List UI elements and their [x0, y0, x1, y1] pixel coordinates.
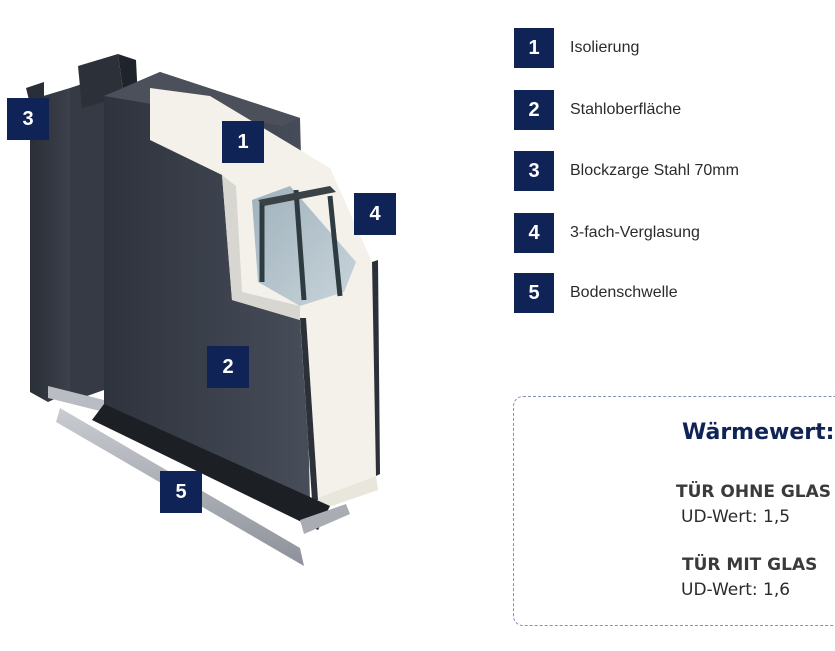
legend-badge: 3	[514, 151, 554, 191]
diagram-marker-2: 2	[207, 346, 249, 388]
legend-badge: 1	[514, 28, 554, 68]
diagram-marker-5: 5	[160, 471, 202, 513]
legend-label: Stahloberfläche	[570, 101, 682, 118]
diagram-marker-4: 4	[354, 193, 396, 235]
legend-item-floor-sill: 5 Bodenschwelle	[514, 273, 678, 313]
door-with-glass-title: TÜR MIT GLAS	[682, 555, 818, 575]
door-without-glass-value: UD-Wert: 1,5	[681, 507, 791, 527]
door-without-glass-title: TÜR OHNE GLAS	[676, 482, 832, 502]
legend-item-glazing: 4 3-fach-Verglasung	[514, 213, 700, 253]
diagram-marker-1: 1	[222, 121, 264, 163]
diagram-marker-3: 3	[7, 98, 49, 140]
legend-label: Isolierung	[570, 39, 640, 56]
legend-item-steel-surface: 2 Stahloberfläche	[514, 90, 681, 130]
door-with-glass-value: UD-Wert: 1,6	[681, 580, 791, 600]
thermal-value-heading: Wärmewert:	[682, 420, 835, 445]
triple-glazing	[252, 186, 356, 306]
legend-badge: 2	[514, 90, 554, 130]
legend-badge: 5	[514, 273, 554, 313]
door-cross-section-illustration	[26, 54, 380, 566]
thermal-value-box	[513, 396, 835, 626]
legend-item-frame: 3 Blockzarge Stahl 70mm	[514, 151, 739, 191]
frame-profile	[26, 54, 138, 402]
legend-badge: 4	[514, 213, 554, 253]
legend-item-insulation: 1 Isolierung	[514, 28, 639, 68]
legend-label: Blockzarge Stahl 70mm	[570, 162, 739, 179]
legend-label: 3-fach-Verglasung	[570, 224, 700, 241]
legend-label: Bodenschwelle	[570, 284, 678, 301]
